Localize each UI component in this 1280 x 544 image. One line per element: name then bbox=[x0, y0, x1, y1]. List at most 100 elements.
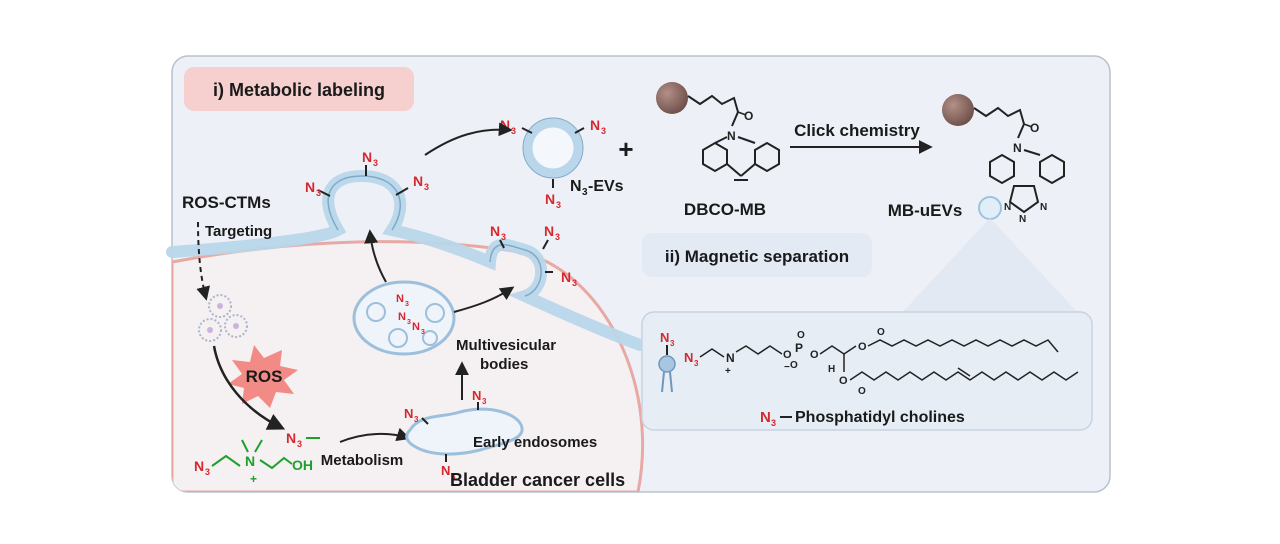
n3-evs-label: -EVs bbox=[588, 178, 624, 195]
zoom-cone bbox=[900, 218, 1080, 315]
svg-text:N: N bbox=[412, 321, 420, 333]
click-chemistry-label: Click chemistry bbox=[794, 121, 920, 140]
n3-evs-label-sub: 3 bbox=[582, 187, 588, 198]
svg-text:O: O bbox=[839, 375, 848, 387]
svg-text:N: N bbox=[727, 129, 736, 143]
svg-text:+: + bbox=[725, 366, 731, 377]
svg-text:P: P bbox=[795, 341, 803, 355]
n3-fragment: N bbox=[286, 430, 296, 446]
svg-text:O: O bbox=[858, 386, 866, 397]
ros-arrow bbox=[212, 345, 286, 430]
svg-text:O: O bbox=[797, 330, 805, 341]
svg-text:N: N bbox=[1019, 214, 1026, 225]
dbco-mb-molecule: O N bbox=[656, 82, 780, 181]
svg-text:3: 3 bbox=[556, 200, 561, 210]
pc-label-sub: 3 bbox=[771, 418, 776, 428]
svg-text:O: O bbox=[810, 349, 819, 361]
svg-text:N: N bbox=[396, 293, 404, 305]
release-arrow bbox=[424, 122, 513, 156]
ros-burst bbox=[228, 345, 298, 408]
svg-text:3: 3 bbox=[405, 301, 409, 308]
svg-text:3: 3 bbox=[511, 126, 516, 136]
endosome-azides: N 3 N 3 N 3 bbox=[404, 388, 487, 481]
svg-text:N: N bbox=[590, 117, 600, 133]
svg-text:3: 3 bbox=[205, 467, 210, 477]
mb-uevs-label: MB-uEVs bbox=[888, 201, 963, 220]
svg-text:3: 3 bbox=[421, 329, 425, 336]
svg-text:N: N bbox=[472, 388, 481, 403]
svg-text:N: N bbox=[398, 311, 406, 323]
svg-text:3: 3 bbox=[414, 415, 419, 424]
nanoparticles bbox=[198, 294, 248, 342]
svg-text:3: 3 bbox=[572, 278, 577, 288]
svg-text:3: 3 bbox=[501, 232, 506, 242]
mvb-to-bud2-arrow bbox=[453, 286, 515, 313]
svg-text:O: O bbox=[1030, 121, 1039, 135]
svg-text:N: N bbox=[1004, 202, 1011, 213]
svg-text:O: O bbox=[790, 360, 798, 371]
magnetic-separation-label: ii) Magnetic separation bbox=[665, 247, 849, 266]
svg-text:3: 3 bbox=[451, 472, 456, 481]
plus-sign: + bbox=[618, 134, 633, 164]
svg-text:N: N bbox=[404, 406, 413, 421]
svg-text:N: N bbox=[441, 463, 450, 478]
svg-text:N: N bbox=[660, 330, 669, 345]
svg-text:3: 3 bbox=[407, 319, 411, 326]
ros-ctms-label: ROS-CTMs bbox=[182, 193, 271, 212]
multivesicular-label: Multivesicular bbox=[456, 337, 556, 354]
early-endosomes-label: Early endosomes bbox=[473, 434, 597, 451]
svg-text:O: O bbox=[783, 349, 792, 361]
svg-text:OH: OH bbox=[292, 457, 313, 473]
svg-text:3: 3 bbox=[694, 359, 699, 368]
metabolic-labeling-label: i) Metabolic labeling bbox=[213, 80, 385, 100]
svg-text:+: + bbox=[250, 472, 257, 486]
metabolism-label: Metabolism bbox=[321, 452, 404, 469]
azido-choline: N 3 N + OH bbox=[194, 439, 313, 486]
targeting-label: Targeting bbox=[205, 223, 272, 240]
svg-text:3: 3 bbox=[373, 158, 378, 168]
phosphatidyl-cholines-label: Phosphatidyl cholines bbox=[795, 409, 965, 426]
n3-fragment-sub: 3 bbox=[297, 439, 302, 449]
metabolism-arrow bbox=[339, 427, 411, 443]
svg-text:O: O bbox=[877, 327, 885, 338]
svg-text:O: O bbox=[858, 341, 867, 353]
svg-text:O: O bbox=[744, 109, 753, 123]
svg-text:3: 3 bbox=[424, 182, 429, 192]
metabolic-labeling-pill bbox=[184, 67, 414, 111]
targeting-arrow bbox=[196, 221, 210, 301]
svg-text:N: N bbox=[561, 269, 571, 285]
bladder-cancer-cells-label: Bladder cancer cells bbox=[450, 470, 625, 490]
svg-text:N: N bbox=[684, 350, 693, 365]
svg-text:N: N bbox=[726, 351, 735, 365]
svg-text:N: N bbox=[1013, 141, 1022, 155]
n3-evs-label-n: N bbox=[570, 178, 582, 195]
svg-text:N: N bbox=[413, 173, 423, 189]
magnetic-separation-pill bbox=[642, 233, 872, 277]
svg-text:3: 3 bbox=[316, 188, 321, 198]
svg-text:N: N bbox=[305, 179, 315, 195]
svg-text:N: N bbox=[194, 458, 204, 474]
svg-text:3: 3 bbox=[555, 232, 560, 242]
phosphatidylcholine-structure: N 3 N + O P O O − O H O O O O bbox=[684, 327, 1079, 397]
bud2-azides: N 3 N 3 N 3 bbox=[490, 223, 577, 288]
svg-text:N: N bbox=[362, 149, 372, 165]
svg-text:3: 3 bbox=[670, 339, 675, 348]
svg-text:3: 3 bbox=[601, 126, 606, 136]
mb-uevs-vesicle bbox=[978, 196, 1002, 220]
svg-text:N: N bbox=[1040, 202, 1047, 213]
svg-text:−: − bbox=[784, 362, 790, 373]
lipid-icon: N 3 bbox=[658, 330, 676, 393]
svg-text:N: N bbox=[245, 453, 255, 469]
dbco-mb-label: DBCO-MB bbox=[684, 200, 766, 219]
multivesicular-body: N 3 N 3 N 3 bbox=[352, 280, 456, 356]
svg-text:3: 3 bbox=[482, 397, 487, 406]
pc-label-n: N bbox=[760, 409, 771, 426]
svg-text:N: N bbox=[490, 223, 500, 239]
n3-ev-vesicle: N 3 N 3 N 3 bbox=[500, 117, 606, 210]
mvb-to-bud1-arrow bbox=[364, 229, 387, 283]
mb-uevs-molecule: O N N N N bbox=[942, 94, 1065, 225]
svg-text:N: N bbox=[545, 191, 555, 207]
bodies-label: bodies bbox=[480, 356, 528, 373]
bud1-azides: N 3 N 3 N 3 bbox=[305, 149, 429, 198]
